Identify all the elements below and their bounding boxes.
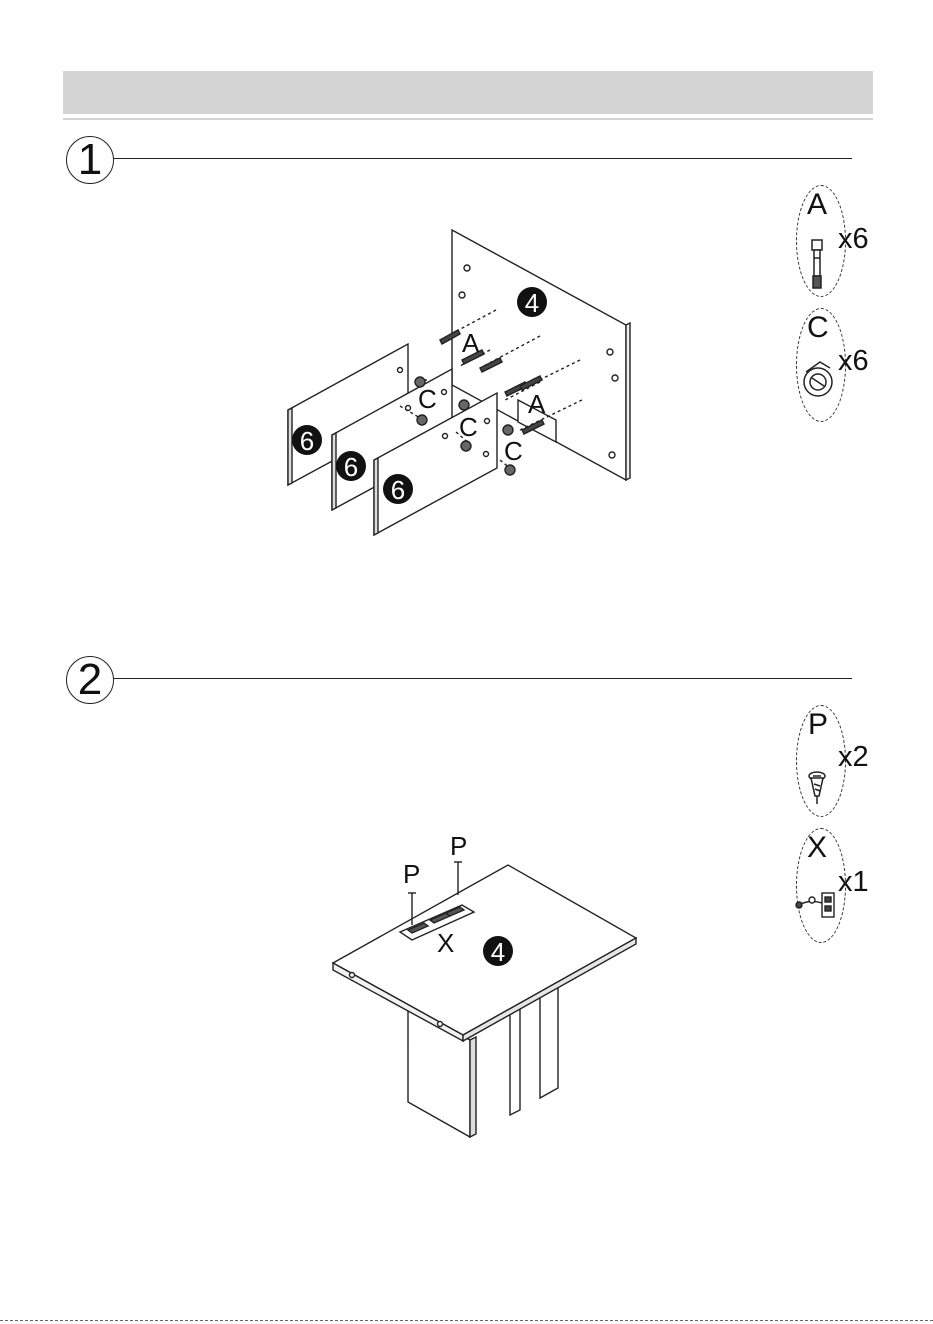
- socket-label: X: [437, 928, 454, 958]
- screw-label-left: P: [403, 859, 420, 889]
- screw-label-right: P: [450, 831, 467, 861]
- step-2-panel-label: 4: [491, 937, 505, 967]
- page-bottom-border: [0, 1320, 933, 1321]
